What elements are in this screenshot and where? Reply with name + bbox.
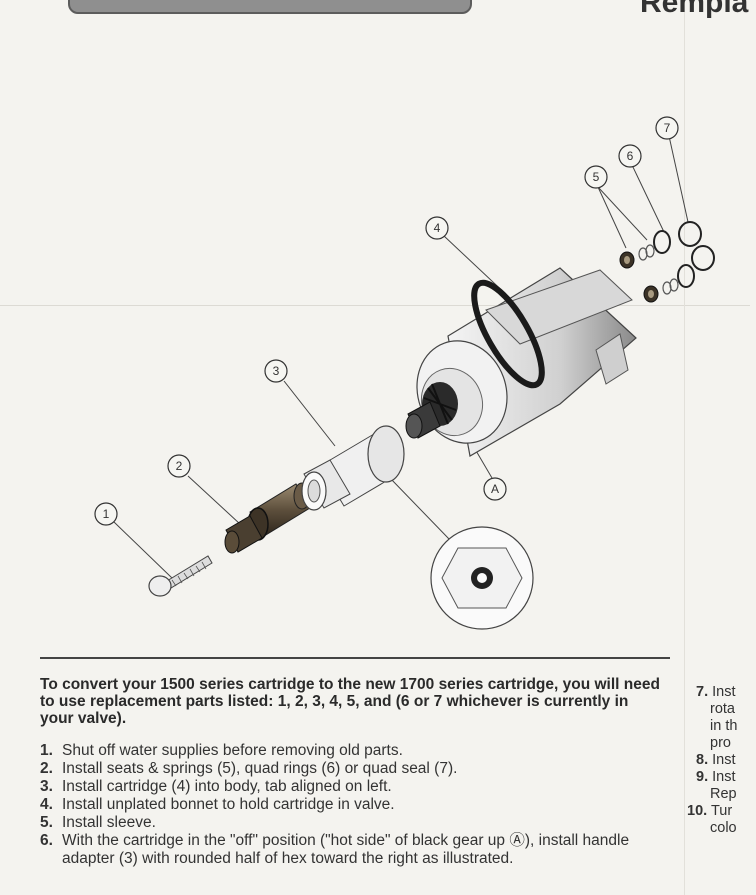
list-item: 9. Inst	[696, 769, 736, 785]
callout-3: 3	[264, 359, 288, 383]
header-tab-shape	[68, 0, 472, 14]
list-item: Rep	[710, 786, 737, 802]
exploded-parts-diagram: 1 2 3 4 5 6 7 A	[94, 116, 715, 630]
instruction-steps-list: 1.Shut off water supplies before removin…	[40, 742, 670, 868]
list-item: 7. Inst	[696, 684, 736, 700]
list-item: 1.Shut off water supplies before removin…	[40, 742, 403, 759]
conversion-intro-text: To convert your 1500 series cartridge to…	[40, 676, 660, 727]
quad-rings-part	[653, 230, 695, 288]
list-item: pro	[710, 735, 731, 751]
svg-text:3: 3	[273, 364, 280, 378]
paper-fold-line	[0, 305, 750, 306]
list-item: 3.Install cartridge (4) into body, tab a…	[40, 778, 392, 795]
callout-5: 5	[584, 165, 608, 189]
list-item: 4.Install unplated bonnet to hold cartri…	[40, 796, 395, 813]
svg-text:1: 1	[103, 507, 110, 521]
paper-fold-line	[684, 0, 685, 895]
list-item: 8. Inst	[696, 752, 736, 768]
svg-text:4: 4	[434, 221, 441, 235]
svg-text:A: A	[491, 482, 499, 496]
hex-detail-view	[430, 526, 534, 630]
callout-6: 6	[618, 144, 642, 168]
screw-part	[148, 555, 213, 597]
page-title-partial: Rempla	[640, 0, 749, 19]
callout-7: 7	[655, 116, 679, 140]
side-column-partial: 7. Inst rota in th pro 8. Inst 9. Inst R…	[687, 684, 756, 837]
list-item: rota	[710, 701, 735, 717]
seat-stem-part	[224, 482, 311, 554]
svg-text:7: 7	[664, 121, 671, 135]
cartridge-part	[405, 267, 637, 457]
list-item: 10. Tur	[687, 803, 733, 819]
list-item: in th	[710, 718, 738, 734]
list-item: 6.With the cartridge in the "off" positi…	[40, 832, 630, 867]
list-item: 5.Install sleeve.	[40, 814, 156, 831]
svg-text:6: 6	[627, 149, 634, 163]
callout-1: 1	[94, 502, 118, 526]
list-item: 2.Install seats & springs (5), quad ring…	[40, 760, 458, 777]
callout-2: 2	[167, 454, 191, 478]
quad-seals-part	[678, 221, 715, 271]
section-divider	[40, 657, 670, 659]
svg-text:2: 2	[176, 459, 183, 473]
handle-adapter-part	[301, 425, 405, 511]
callout-4: 4	[425, 216, 449, 240]
svg-text:5: 5	[593, 170, 600, 184]
callout-a: A	[483, 477, 507, 501]
seats-springs-part	[619, 244, 679, 303]
list-item: colo	[710, 820, 737, 836]
